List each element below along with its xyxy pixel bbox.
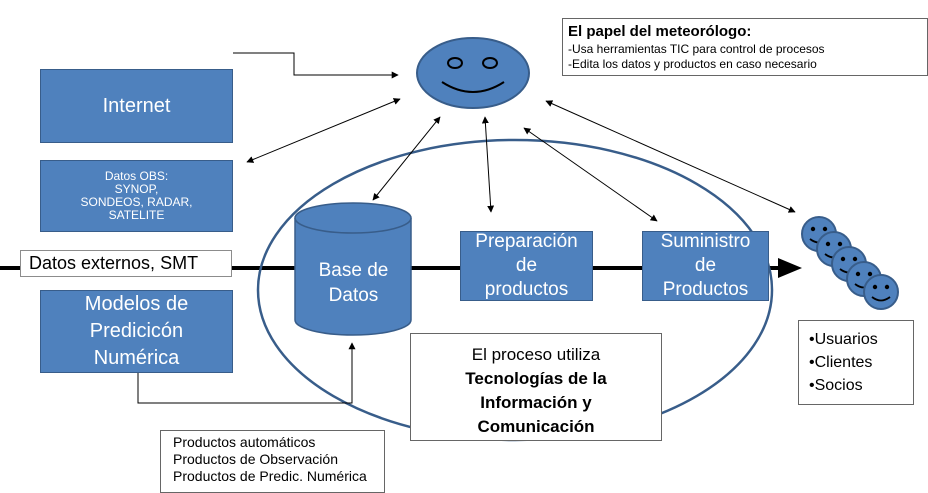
usuarios-item-2: •Clientes [809, 354, 873, 371]
datos-obs-box: Datos OBS: SYNOP, SONDEOS, RADAR, SATELI… [40, 160, 233, 232]
modelos-line-3: Numérica [93, 347, 180, 369]
meteorologist-db-arrow [372, 116, 441, 201]
base-datos-label: Base de Datos [295, 258, 412, 308]
productos-line-2: Productos de Observación [173, 451, 338, 467]
usuarios-item-1: •Usuarios [809, 331, 878, 348]
modelos-line-2: Predicicón [89, 320, 184, 342]
suministro-line-1: Suministro [660, 231, 751, 252]
datos-obs-line-2: SYNOP, [114, 182, 159, 196]
modelos-line-1: Modelos de [84, 293, 189, 315]
internet-to-meteorologist-arrow [233, 52, 399, 79]
suministro-box: Suministro de Productos [642, 231, 769, 301]
productos-box: Productos automáticos Productos de Obser… [160, 430, 385, 493]
internet-label: Internet [102, 94, 171, 117]
usuarios-box: •Usuarios •Clientes •Socios [798, 320, 914, 405]
productos-line-3: Productos de Predic. Numérica [173, 468, 367, 484]
datos-obs-line-4: SATELITE [108, 208, 165, 222]
suministro-line-2: de [694, 255, 717, 276]
meteorologist-obs-arrow [246, 98, 401, 163]
meteorologist-prep-arrow [481, 116, 495, 213]
base-datos-line-2: Datos [328, 285, 379, 306]
productos-line-1: Productos automáticos [173, 434, 316, 450]
datos-externos-label: Datos externos, SMT [29, 253, 199, 273]
meteorologist-users-arrow [545, 100, 796, 213]
modelos-box: Modelos de Predicicón Numérica [40, 290, 233, 373]
internet-box: Internet [40, 69, 233, 143]
meteorologist-face-icon [416, 37, 530, 109]
preparacion-line-3: productos [484, 279, 569, 300]
datos-obs-line-3: SONDEOS, RADAR, [80, 195, 193, 209]
models-to-database-arrow [137, 342, 356, 404]
users-faces-icon [801, 216, 899, 310]
proceso-bold-line-3: Comunicación [477, 417, 595, 436]
preparacion-line-2: de [515, 255, 538, 276]
base-datos-line-1: Base de [318, 260, 389, 281]
proceso-bold-line-1: Tecnologías de la [465, 369, 607, 388]
database-cylinder-icon [294, 202, 412, 336]
preparacion-line-1: Preparación [475, 231, 578, 252]
papel-title: El papel del meteorólogo: [568, 23, 752, 40]
datos-obs-line-1: Datos OBS: [104, 169, 169, 183]
usuarios-item-3: •Socios [809, 377, 863, 394]
datos-externos-box: Datos externos, SMT [20, 250, 232, 277]
main-flow-arrowhead [778, 258, 802, 278]
preparacion-box: Preparación de productos [460, 231, 593, 301]
proceso-box: El proceso utiliza Tecnologías de la Inf… [410, 333, 662, 441]
papel-meteorologo-box: El papel del meteorólogo: -Usa herramien… [562, 18, 928, 76]
suministro-line-3: Productos [662, 279, 749, 300]
proceso-bold-line-2: Información y [480, 393, 592, 412]
proceso-intro: El proceso utiliza [471, 345, 601, 364]
papel-line-2: -Edita los datos y productos en caso nec… [568, 57, 817, 71]
papel-line-1: -Usa herramientas TIC para control de pr… [568, 42, 825, 56]
